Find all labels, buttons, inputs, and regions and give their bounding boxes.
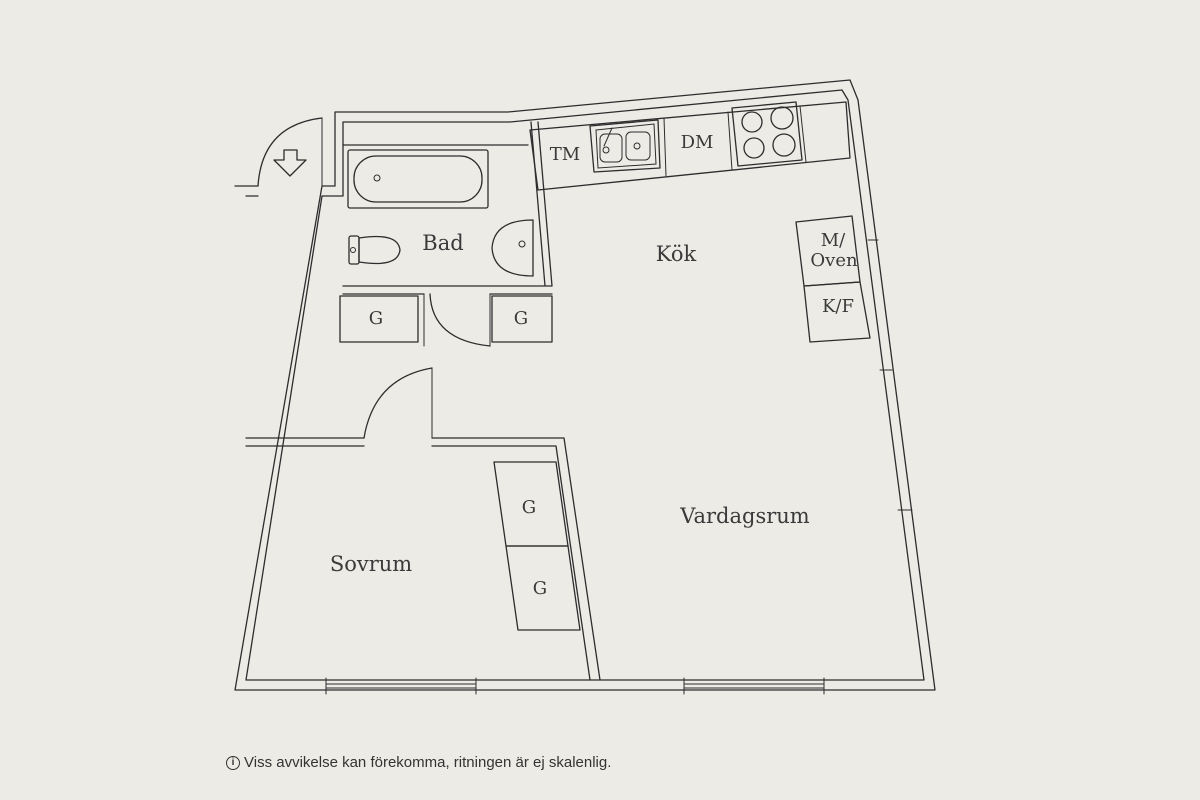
bedroom-walls [245,367,601,681]
tall-units [795,215,871,343]
room-label-sovrum: Sovrum [330,552,412,576]
disclaimer: i Viss avvikelse kan förekomma, ritninge… [226,754,611,771]
info-icon: i [226,755,240,770]
hall-wardrobes [339,295,553,343]
outer-walls [234,79,936,695]
wardrobe-label: G [369,308,383,329]
room-label-bad: Bad [422,231,463,255]
entrance-arrow-icon [273,149,307,177]
entrance-door [257,117,323,187]
room-label-vardagsrum: Vardagsrum [679,504,810,528]
cooktop [731,101,803,167]
bathtub [347,149,489,209]
wardrobe-label: G [522,497,536,518]
fridge-freezer-label: K/F [822,296,854,317]
oven-label: Oven [810,250,858,271]
dryer-label: TM [550,144,580,165]
labels: Bad Kök Vardagsrum Sovrum TM DM M/ Oven … [330,132,858,599]
bathroom-walls [342,121,553,347]
toilet [348,235,401,265]
room-label-kok: Kök [656,242,697,266]
washbasin [491,219,534,277]
dishwasher-label: DM [681,132,714,153]
disclaimer-text: Viss avvikelse kan förekomma, ritningen … [244,754,612,771]
kitchen-counter [529,101,851,191]
microwave-label: M/ [821,230,846,251]
kitchen-sink [589,119,661,173]
wardrobe-label: G [533,578,547,599]
wardrobe-label: G [514,308,528,329]
bedroom-wardrobes [493,461,581,631]
